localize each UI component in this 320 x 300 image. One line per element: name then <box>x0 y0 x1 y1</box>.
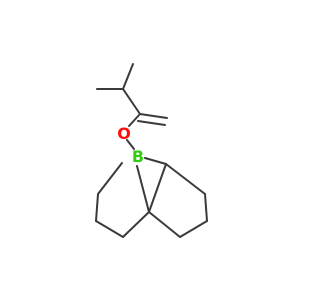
bond-vinyl-to-oxygen <box>128 113 141 127</box>
boron-atom-label: B <box>132 147 144 166</box>
bond-boron-bridgehead-left <box>136 165 150 213</box>
bond-left-ring-2 <box>95 220 124 238</box>
oxygen-atom-label: O <box>117 124 131 143</box>
bond-boron-bridgehead-right <box>144 157 167 165</box>
bond-right-ring-3 <box>204 193 208 222</box>
bond-left-ring-1 <box>122 211 150 238</box>
bond-left-ring-3 <box>95 193 99 222</box>
bond-right-ring-4 <box>165 163 206 195</box>
bond-bridgehead-bridge <box>148 163 167 213</box>
bond-right-ring-2 <box>179 220 208 238</box>
bond-oxygen-to-boron <box>126 139 135 150</box>
structure-diagram: O B <box>95 63 208 238</box>
bond-isopropyl-to-vinyl <box>122 88 141 115</box>
bond-vinyl-double-a <box>139 113 168 119</box>
bond-vinyl-double-b <box>137 120 166 126</box>
bond-right-ring-1 <box>148 211 181 238</box>
bond-methyl-top <box>122 63 134 90</box>
bond-left-ring-4 <box>97 162 123 195</box>
